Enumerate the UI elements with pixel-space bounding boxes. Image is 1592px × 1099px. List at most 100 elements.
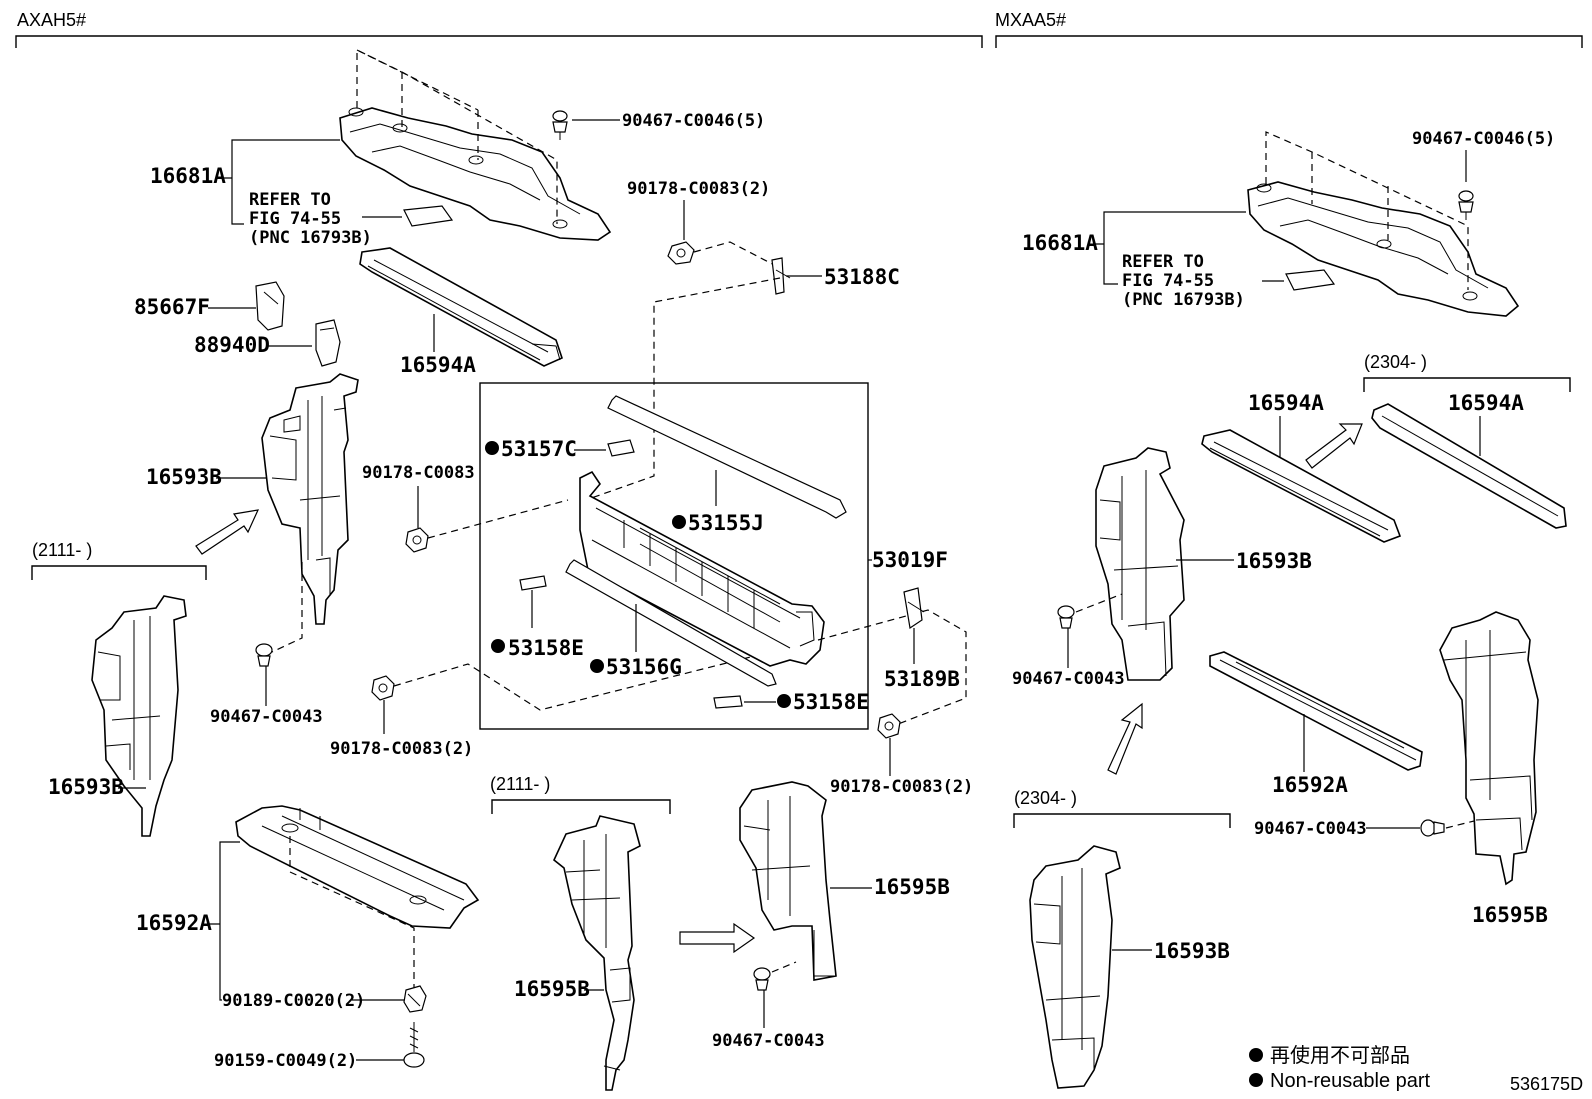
leader-line xyxy=(222,139,340,225)
arrow-indicator-center xyxy=(679,922,756,954)
label-53188C: 53188C xyxy=(824,265,900,289)
clip-90467-C0046-left xyxy=(552,110,568,140)
bracket-53189B xyxy=(903,587,925,630)
date-range-center: (2111- ) xyxy=(490,774,550,794)
screw-90467-C0043-right-1 xyxy=(1057,605,1075,629)
leader-dash xyxy=(393,639,819,711)
legend-dot-en xyxy=(1249,1073,1263,1087)
refer-pad-right xyxy=(1285,269,1336,291)
part-16593B-left-alt xyxy=(91,595,187,837)
leader-line xyxy=(208,841,240,1001)
clip-90467-C0046-right xyxy=(1458,190,1474,220)
date-bracket-center xyxy=(491,799,671,814)
part-16593B-right-1 xyxy=(1095,447,1185,681)
refer-text-l1: REFER TO xyxy=(249,190,331,210)
label-16594A-right-2: 16594A xyxy=(1448,391,1524,415)
label-53019F: 53019F xyxy=(872,548,948,572)
group-bracket-left xyxy=(15,35,983,48)
date-bracket-left xyxy=(31,565,207,580)
seal-53156G xyxy=(565,559,777,687)
label-16593B-left-2: 16593B xyxy=(48,775,124,799)
bracket-53188C xyxy=(771,257,791,295)
part-16593B-left-main xyxy=(261,373,359,625)
nut-90178-mid xyxy=(371,675,395,701)
part-16681A-right xyxy=(1247,181,1520,317)
legend-dot-jp xyxy=(1249,1048,1263,1062)
label-16681A-left: 16681A xyxy=(150,164,226,188)
label-53158E-b: 53158E xyxy=(793,690,869,714)
label-16594A-left: 16594A xyxy=(400,353,476,377)
label-90178-C0083: 90178-C0083 xyxy=(362,463,475,483)
leader-dash xyxy=(1445,819,1479,829)
nut-90178-right xyxy=(877,713,901,739)
part-16594A-right-2 xyxy=(1371,403,1567,529)
label-90178-C0083-right: 90178-C0083(2) xyxy=(830,777,973,797)
label-53155J: 53155J xyxy=(688,511,764,535)
part-16681A-left xyxy=(339,107,612,241)
leader-dash xyxy=(356,49,479,111)
label-90178-C0083-top: 90178-C0083(2) xyxy=(627,179,770,199)
legend-text-jp: 再使用不可部品 xyxy=(1270,1044,1410,1067)
part-16595B-right xyxy=(739,781,837,981)
screw-90159-C0049 xyxy=(403,1022,425,1068)
non-reusable-dot xyxy=(485,441,499,455)
part-88940D xyxy=(315,319,341,367)
label-16595B-right-right: 16595B xyxy=(1472,903,1548,927)
group-bracket-right xyxy=(995,35,1583,48)
leader-dash xyxy=(289,836,415,992)
group-label-right: MXAA5# xyxy=(995,10,1066,30)
label-16595B-center: 16595B xyxy=(514,977,590,1001)
label-53189B: 53189B xyxy=(884,667,960,691)
label-16593B-left-1: 16593B xyxy=(146,465,222,489)
leader-dash xyxy=(427,499,569,539)
leader-dash xyxy=(771,961,797,973)
clip-90189-C0020 xyxy=(403,985,427,1013)
label-53157C: 53157C xyxy=(501,437,577,461)
screw-90467-C0043-center xyxy=(753,967,771,991)
leader-dash xyxy=(1075,593,1123,613)
label-90178-C0083-mid: 90178-C0083(2) xyxy=(330,739,473,759)
date-range-right-bottom: (2304- ) xyxy=(1014,788,1077,808)
date-range-right-top: (2304- ) xyxy=(1364,352,1427,372)
label-90467-C0043-right-2: 90467-C0043 xyxy=(1254,819,1367,839)
label-85667F: 85667F xyxy=(134,295,210,319)
non-reusable-dot xyxy=(590,659,604,673)
label-16595B-right: 16595B xyxy=(874,875,950,899)
label-88940D: 88940D xyxy=(194,333,270,357)
refer-text-r2: FIG 74-55 xyxy=(1122,271,1214,291)
label-90467-C0043-right-1: 90467-C0043 xyxy=(1012,669,1125,689)
refer-text-r3: (PNC 16793B) xyxy=(1122,290,1245,310)
part-16594A-right-1 xyxy=(1201,429,1402,543)
refer-text-r1: REFER TO xyxy=(1122,252,1204,272)
pad-53158E-a xyxy=(519,575,547,591)
nut-90178-top xyxy=(667,241,695,265)
seal-53155J xyxy=(607,395,847,519)
leader-dash xyxy=(579,277,781,503)
label-90159-C0049: 90159-C0049(2) xyxy=(214,1051,357,1071)
part-16595B-right-right xyxy=(1439,611,1539,886)
arrow-indicator-right-top xyxy=(1305,423,1363,469)
part-16592A-left xyxy=(235,805,480,929)
leader-dash xyxy=(271,562,303,653)
legend-text-en: Non-reusable part xyxy=(1270,1070,1431,1092)
label-16592A-left: 16592A xyxy=(136,911,212,935)
refer-pad xyxy=(403,205,454,227)
group-label-left: AXAH5# xyxy=(17,10,86,30)
screw-90467-C0043-left xyxy=(255,643,273,667)
leader-line xyxy=(1094,211,1246,285)
leader-dash xyxy=(693,241,781,269)
pad-53158E-b xyxy=(713,695,743,709)
arrow-indicator-left xyxy=(195,509,260,555)
label-53156G: 53156G xyxy=(606,655,682,679)
label-90467-C0043-left: 90467-C0043 xyxy=(210,707,323,727)
non-reusable-dot xyxy=(672,515,686,529)
date-range-left: (2111- ) xyxy=(32,540,92,560)
label-90467-C0043-center: 90467-C0043 xyxy=(712,1031,825,1051)
assembly-box-53019F xyxy=(479,382,869,730)
label-16593B-right-2: 16593B xyxy=(1154,939,1230,963)
leader-dash xyxy=(817,609,967,725)
label-53158E-a: 53158E xyxy=(508,636,584,660)
refer-text-l2: FIG 74-55 xyxy=(249,209,341,229)
part-85667F xyxy=(255,281,285,331)
